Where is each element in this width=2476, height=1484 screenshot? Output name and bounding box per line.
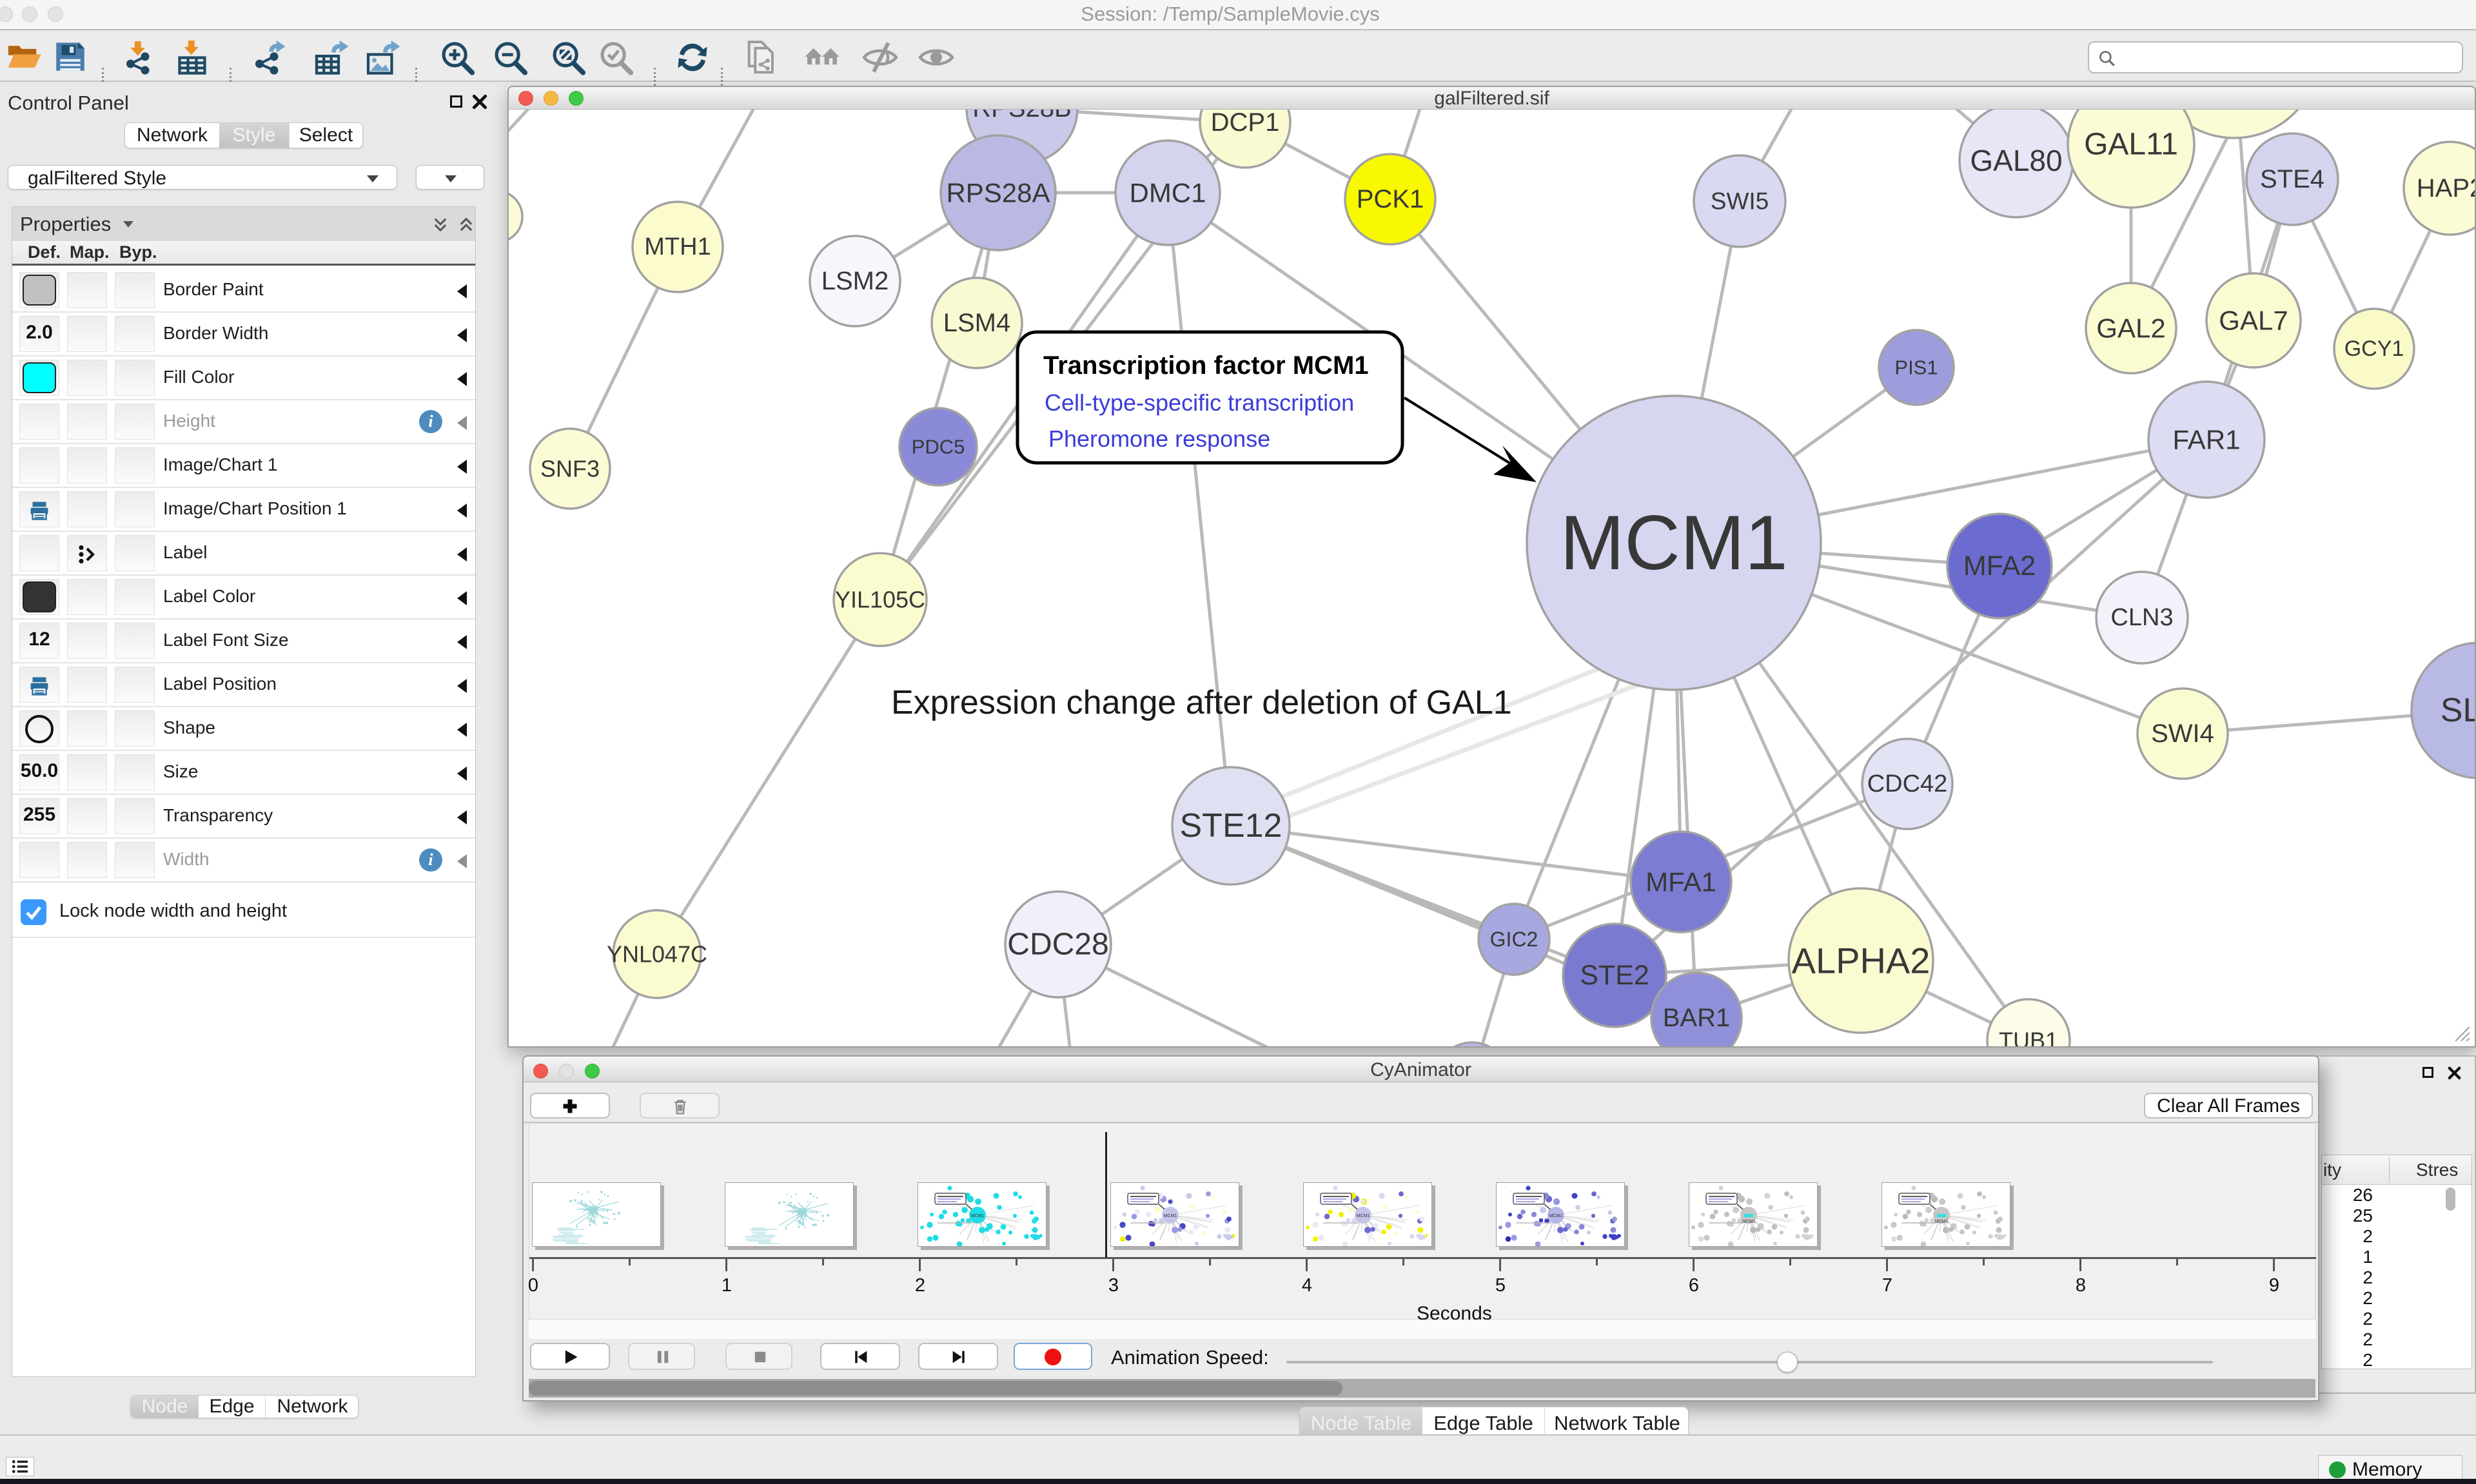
svg-text:RPS28A: RPS28A (946, 178, 1050, 208)
svg-text:MCM1: MCM1 (1560, 500, 1787, 586)
svg-text:DMC1: DMC1 (1129, 178, 1206, 208)
svg-text:GAL11: GAL11 (2084, 128, 2178, 162)
svg-text:GAL7: GAL7 (2219, 306, 2288, 336)
svg-text:MCM1: MCM1 (1357, 1214, 1370, 1218)
svg-text:STE12: STE12 (1180, 807, 1282, 845)
svg-text:FAR1: FAR1 (2172, 425, 2240, 455)
svg-text:MFA2: MFA2 (1963, 551, 2036, 581)
svg-text:MCM1: MCM1 (1935, 1220, 1949, 1224)
svg-text:SWI4: SWI4 (2151, 719, 2214, 748)
svg-text:MCM1: MCM1 (1164, 1214, 1177, 1218)
svg-text:GAL80: GAL80 (1970, 144, 2062, 177)
svg-text:RPS28B: RPS28B (972, 110, 1071, 122)
svg-text:LSM2: LSM2 (821, 267, 889, 295)
svg-text:PIS1: PIS1 (1894, 356, 1938, 379)
svg-text:ALPHA2: ALPHA2 (1792, 941, 1931, 981)
svg-text:HAP2: HAP2 (2417, 174, 2475, 202)
svg-text:MFA1: MFA1 (1646, 867, 1716, 897)
svg-text:CDC42: CDC42 (1867, 770, 1948, 797)
svg-text:YNL047C: YNL047C (607, 941, 707, 968)
svg-text:MCM1: MCM1 (971, 1214, 985, 1218)
svg-text:DCP1: DCP1 (1211, 110, 1280, 137)
svg-text:GIC2: GIC2 (1490, 928, 1538, 951)
svg-text:MCM1: MCM1 (1742, 1220, 1756, 1224)
svg-text:MTH1: MTH1 (644, 233, 711, 260)
svg-text:Expression change after deleti: Expression change after deletion of GAL1 (891, 684, 1512, 721)
svg-text:LSM4: LSM4 (943, 309, 1011, 337)
svg-text:Cell-type-specific transcripti: Cell-type-specific transcription (1045, 389, 1354, 416)
svg-text:GAL2: GAL2 (2096, 313, 2165, 344)
svg-text:TUB1: TUB1 (1999, 1028, 2058, 1047)
svg-text:STE2: STE2 (1580, 960, 1649, 991)
svg-text:BAR1: BAR1 (1663, 1004, 1731, 1032)
svg-text:Pheromone response: Pheromone response (1048, 425, 1270, 452)
svg-text:Transcription factor MCM1: Transcription factor MCM1 (1043, 351, 1369, 380)
svg-text:PDC5: PDC5 (912, 436, 965, 458)
svg-text:YIL105C: YIL105C (835, 587, 925, 613)
svg-text:SLT2: SLT2 (2441, 692, 2475, 729)
svg-text:SNF3: SNF3 (540, 456, 600, 482)
svg-text:GCY1: GCY1 (2344, 337, 2404, 361)
svg-text:MCM1: MCM1 (1549, 1214, 1563, 1218)
svg-text:SWI5: SWI5 (1711, 188, 1769, 215)
svg-text:PCK1: PCK1 (1357, 185, 1424, 213)
svg-text:STE4: STE4 (2260, 165, 2324, 193)
svg-text:CLN3: CLN3 (2110, 604, 2173, 631)
svg-text:CDC28: CDC28 (1007, 928, 1108, 962)
